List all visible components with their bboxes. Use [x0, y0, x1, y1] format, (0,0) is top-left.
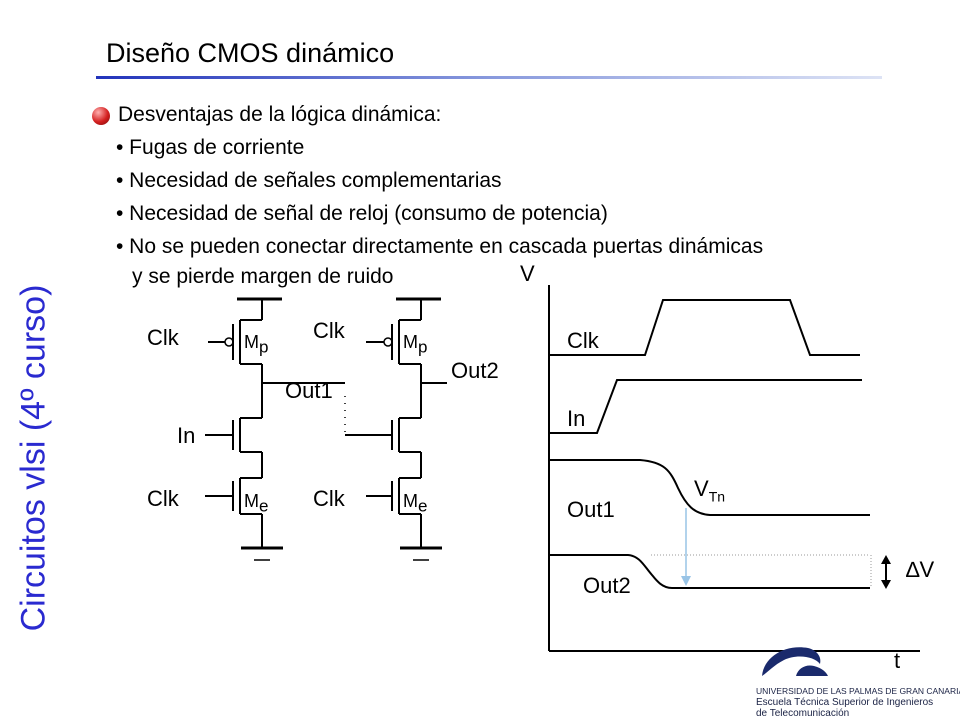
logo-line-2: Escuela Técnica Superior de Ingenieros: [756, 697, 934, 708]
me-label-1: Me: [244, 491, 269, 516]
logo-mark-icon: [762, 647, 828, 676]
in-signal-label: In: [567, 406, 586, 431]
me-sub-1: e: [259, 496, 269, 516]
title-rule: [96, 76, 882, 79]
mp-sub-2: p: [418, 337, 428, 357]
mp-label-2: Mp: [403, 332, 428, 357]
t-axis-label: t: [894, 648, 901, 673]
vtn-sub: Tn: [708, 488, 726, 505]
clk-label-4: Clk: [313, 486, 345, 511]
item-cascade: • No se pueden conectar directamente en …: [116, 235, 764, 258]
me-sub-2: e: [418, 496, 428, 516]
clk-label-3: Clk: [147, 486, 179, 511]
bullet-icon: [92, 107, 110, 125]
delta-v-label: ∆V: [906, 557, 935, 582]
out2-node-label: Out2: [451, 358, 499, 383]
dynamic-gate-1: [205, 297, 345, 561]
clk-label-1: Clk: [147, 325, 179, 350]
delta-v-arrow-down: [881, 580, 891, 589]
university-logo: UNIVERSIDAD DE LAS PALMAS DE GRAN CANARI…: [756, 642, 960, 719]
item-noise-margin: y se pierde margen de ruido: [132, 265, 394, 288]
out1-node-label: Out1: [285, 378, 333, 403]
out1-signal-label: Out1: [567, 497, 615, 522]
dynamic-gate-2: [345, 297, 447, 561]
mp-sub-1: p: [259, 337, 269, 357]
mp-label-1: Mp: [244, 332, 269, 357]
logo-line-3: de Telecomunicación: [756, 708, 850, 719]
v-axis-label: V: [520, 261, 535, 286]
vtn-label: VTn: [694, 476, 726, 505]
clk-label-2: Clk: [313, 318, 345, 343]
item-complementary: • Necesidad de señales complementarias: [116, 169, 502, 192]
clk-signal-label: Clk: [567, 328, 599, 353]
vtn-arrow-head: [681, 576, 691, 586]
slide-title: Diseño CMOS dinámico: [106, 38, 395, 68]
main-bullet: Desventajas de la lógica dinámica:: [118, 103, 442, 126]
item-clock: • Necesidad de señal de reloj (consumo d…: [116, 202, 608, 225]
timing-diagram: [548, 285, 920, 652]
delta-v-arrow-up: [881, 555, 891, 564]
out2-signal-label: Out2: [583, 573, 631, 598]
in-label: In: [177, 423, 196, 448]
logo-line-1: UNIVERSIDAD DE LAS PALMAS DE GRAN CANARI…: [756, 686, 960, 696]
me-label-2: Me: [403, 491, 428, 516]
item-leakage: • Fugas de corriente: [116, 136, 305, 159]
